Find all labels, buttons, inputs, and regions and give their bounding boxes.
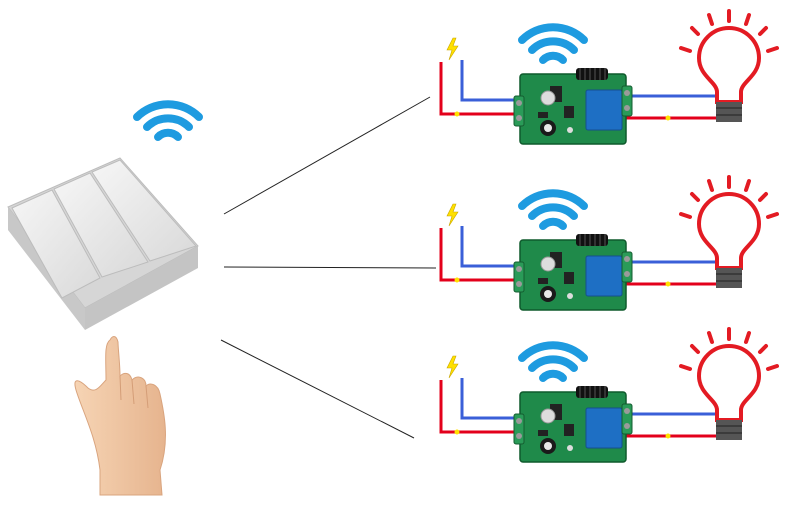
- neutral-wire-out: [624, 260, 720, 266]
- wire-junction-dot: [454, 111, 460, 117]
- live-wire-in: [439, 62, 527, 116]
- lightning-bolt-icon: [446, 37, 459, 61]
- receiver-unit-middle: [439, 175, 779, 311]
- receiver-board: [513, 67, 633, 145]
- wall-switch: [7, 157, 199, 330]
- receiver-board: [513, 233, 633, 311]
- lightning-bolt-icon: [446, 355, 459, 379]
- light-bulb-icon: [679, 327, 779, 442]
- switch-rocker-left: [11, 189, 101, 299]
- wire-junction-dot: [454, 429, 460, 435]
- link-line-top: [223, 96, 431, 215]
- neutral-wire-in: [460, 378, 527, 420]
- switch-rocker-middle: [53, 172, 149, 278]
- signal-links: [220, 96, 437, 439]
- live-wire-in: [439, 380, 527, 434]
- wire-junction-dot: [665, 433, 671, 439]
- neutral-wire-out: [624, 94, 720, 100]
- neutral-wire-in: [460, 60, 527, 102]
- wire-junction-dot: [454, 277, 460, 283]
- receivers: [439, 9, 779, 463]
- receiver-unit-top: [439, 9, 779, 145]
- light-bulb-icon: [679, 9, 779, 124]
- wifi-icon: [522, 193, 584, 226]
- lightning-bolt-icon: [446, 203, 459, 227]
- wifi-icon: [522, 27, 584, 60]
- light-bulb-icon: [679, 175, 779, 290]
- link-line-middle: [223, 266, 437, 269]
- neutral-wire-out: [624, 412, 720, 418]
- pointing-hand: [74, 336, 166, 496]
- wire-junction-dot: [665, 281, 671, 287]
- switch-rocker-right: [91, 159, 197, 262]
- link-line-bottom: [220, 339, 415, 439]
- neutral-wire-in: [460, 226, 527, 268]
- receiver-unit-bottom: [439, 327, 779, 463]
- receiver-board: [513, 385, 633, 463]
- wifi-icon: [522, 345, 584, 378]
- wire-junction-dot: [665, 115, 671, 121]
- live-wire-in: [439, 228, 527, 282]
- switch-wifi-icon: [137, 104, 199, 137]
